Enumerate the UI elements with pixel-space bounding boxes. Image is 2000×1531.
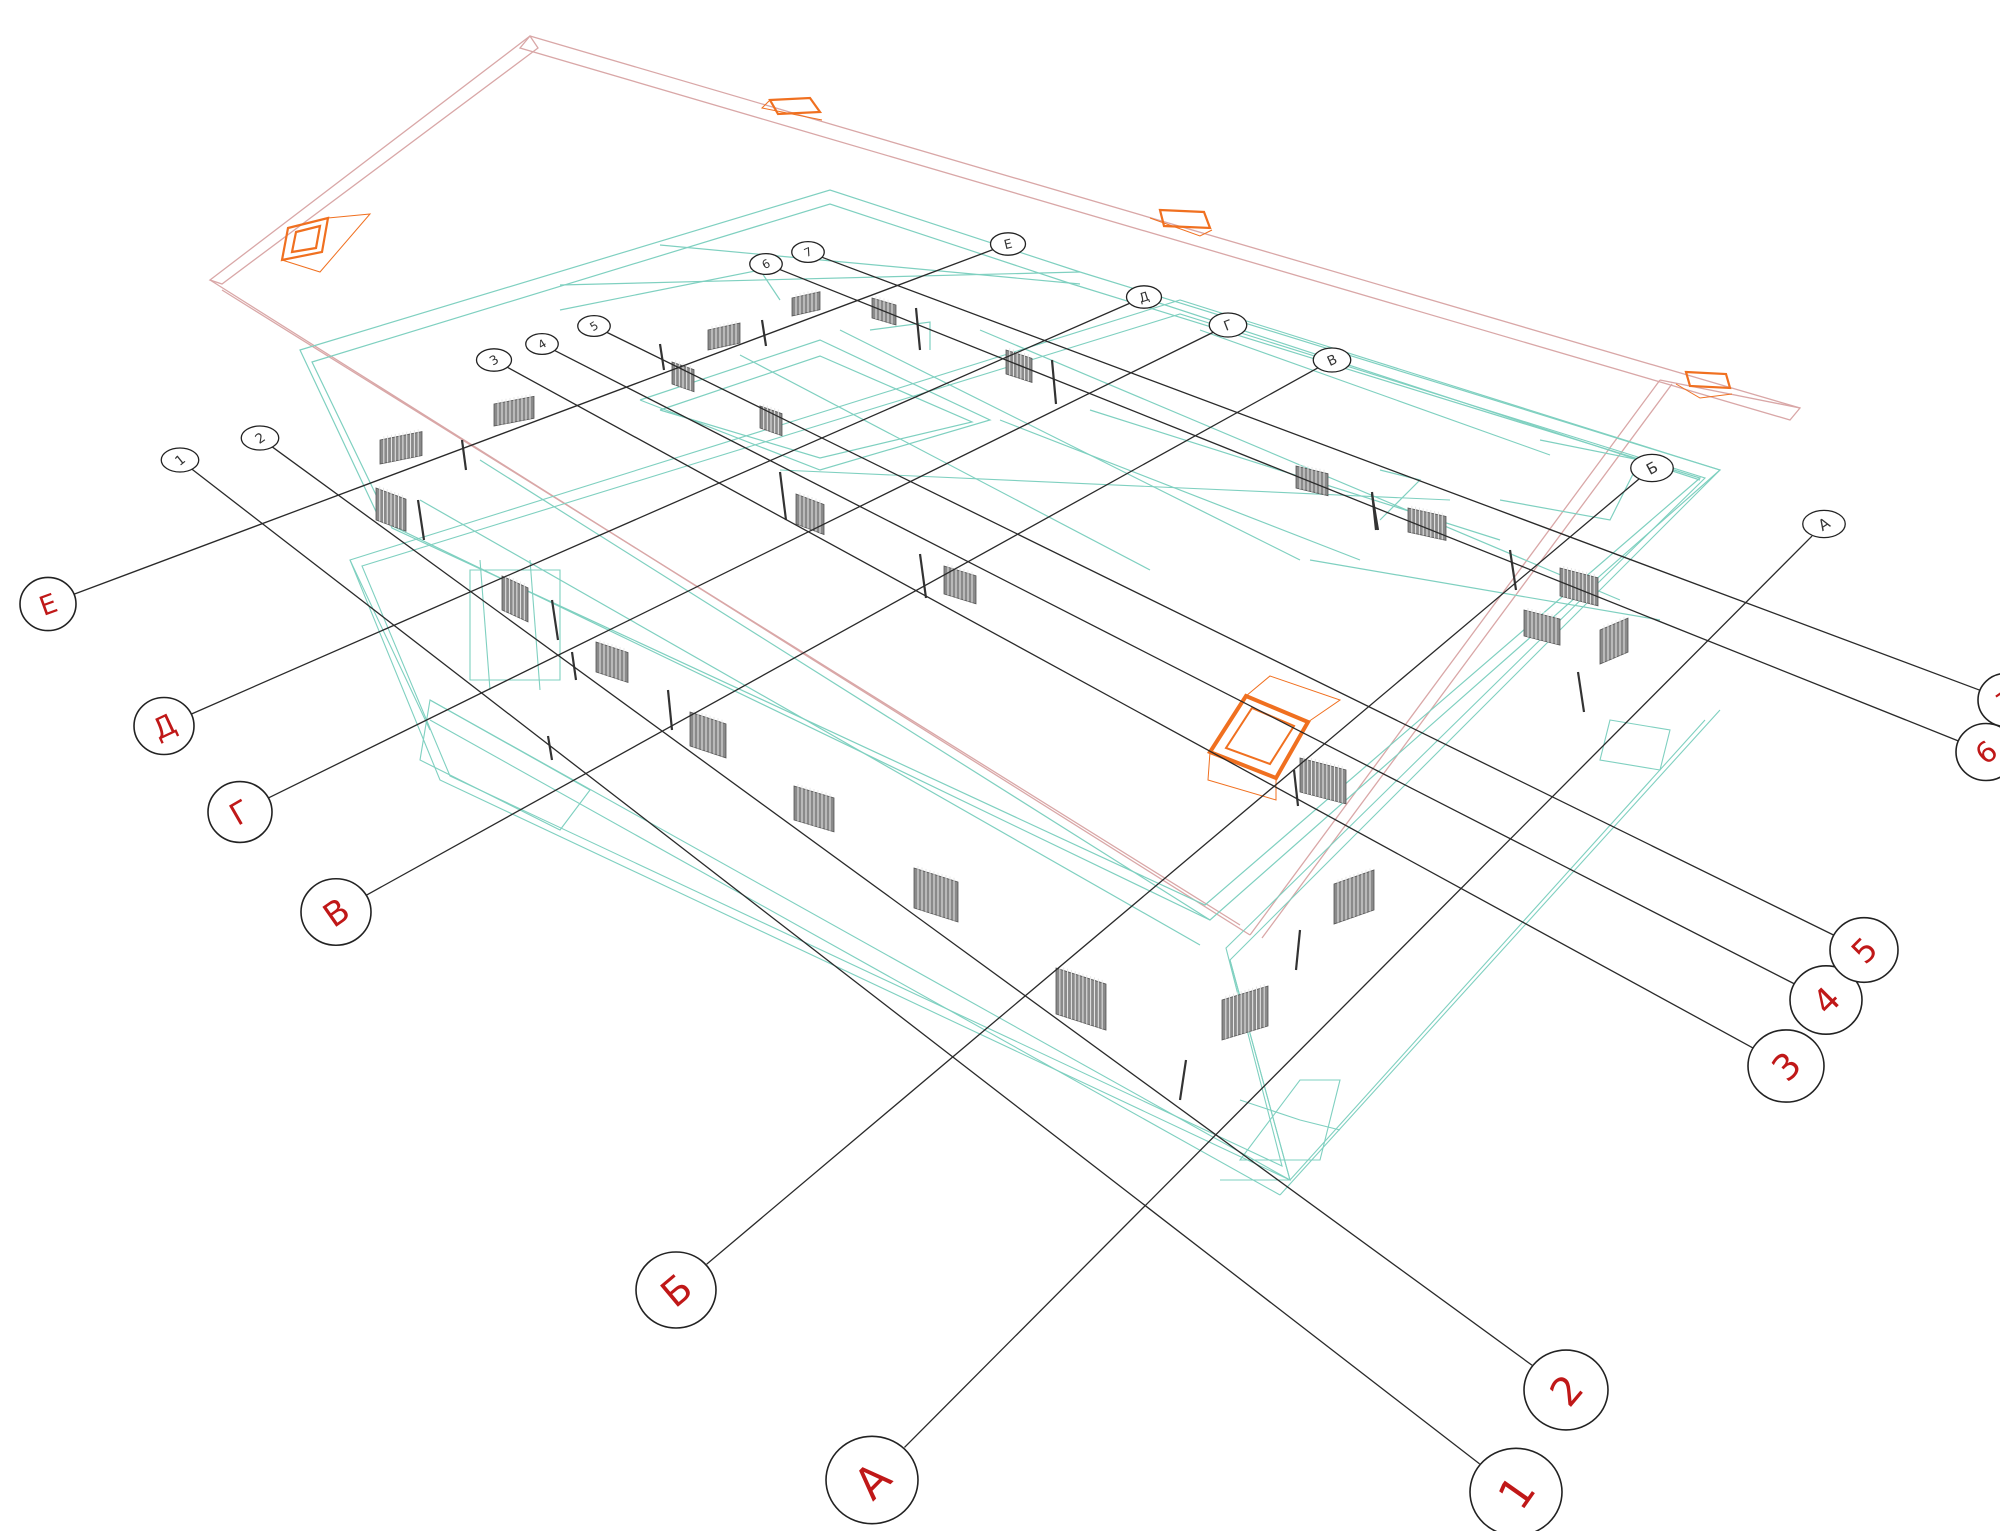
axis-bubble-small-n4: 4 [525, 332, 559, 356]
axis-bubble-small-n7: 7 [791, 240, 825, 264]
roof-outline [208, 35, 1802, 939]
grid-line-A [903, 535, 1813, 1448]
radiator [595, 640, 629, 684]
grid-line-n5 [605, 331, 1834, 936]
axis-bubble-small-n5: 5 [577, 314, 611, 338]
radiator [793, 784, 835, 833]
ground-floor-walls [349, 299, 1722, 1196]
axis-bubble-large-n7: 7 [1977, 673, 2000, 727]
axis-bubble-small-n3: 3 [475, 348, 513, 372]
radiator [795, 492, 825, 536]
axis-bubble-small-B: Б [1630, 453, 1674, 483]
axis-bubble-small-V: В [1312, 347, 1352, 373]
axis-bubble-large-n6: 6 [1955, 722, 2000, 782]
grid-line-n6 [777, 268, 1959, 742]
radiator [1295, 463, 1329, 497]
axis-bubble-large-n1: 1 [1469, 1447, 1563, 1531]
radiator [759, 404, 783, 437]
grid-line-n3 [505, 366, 1753, 1049]
pipe-risers [416, 307, 1586, 1101]
radiator [493, 394, 535, 427]
axis-bubble-large-B: Б [635, 1251, 717, 1329]
grid-line-B [706, 478, 1640, 1265]
axis-label-small-D: Д [1137, 288, 1151, 305]
skylight-center [1207, 675, 1342, 801]
grid-line-D [191, 302, 1132, 715]
radiator [707, 320, 741, 351]
skylight-right [1675, 370, 1733, 399]
radiators [375, 289, 1629, 1041]
radiator [375, 486, 407, 532]
grid-line-n1 [191, 468, 1480, 1465]
radiator [379, 429, 423, 465]
radiator [1055, 966, 1107, 1031]
grid-line-E [73, 248, 996, 595]
grid-line-n2 [271, 446, 1533, 1366]
axis-bubble-small-E: Е [989, 232, 1027, 256]
axis-bubble-large-n2: 2 [1523, 1349, 1609, 1431]
upper-floor-walls [299, 189, 1722, 946]
radiator [943, 564, 977, 605]
grid-line-n4 [553, 349, 1795, 985]
axis-bubble-small-n2: 2 [240, 425, 280, 451]
skylight-mid [1149, 208, 1213, 237]
radiator [913, 866, 959, 923]
radiator [1559, 565, 1599, 607]
radiator [1299, 755, 1347, 805]
radiator [1599, 616, 1629, 665]
skylights [280, 96, 1733, 801]
skylight-left [280, 213, 372, 273]
axis-bubble-small-A: А [1802, 509, 1846, 539]
axis-bubble-large-D: Д [133, 696, 195, 756]
axis-bubble-large-V: В [300, 877, 372, 947]
skylight-top [760, 96, 823, 121]
axis-label-small-E: Е [1002, 236, 1013, 252]
radiator [671, 360, 695, 393]
axis-bubble-small-D: Д [1125, 285, 1163, 309]
axis-bubble-large-G: Г [207, 780, 273, 844]
axis-bubble-small-n6: 6 [749, 252, 783, 276]
radiator [1333, 868, 1375, 925]
axis-bubble-large-n5: 5 [1829, 916, 1899, 984]
radiator [689, 710, 727, 759]
axis-bubble-large-n4: 4 [1789, 964, 1863, 1035]
grid-line-V [366, 366, 1320, 896]
axis-grid-lines [73, 248, 1981, 1465]
axis-bubble-large-E: Е [19, 576, 77, 632]
radiator [1523, 608, 1561, 646]
axis-bubble-large-n3: 3 [1747, 1029, 1825, 1103]
radiator [791, 289, 821, 317]
radiator [501, 574, 529, 623]
axis-label-large-n7: 7 [1991, 684, 2000, 719]
grid-line-n7 [819, 255, 1981, 691]
radiator [1221, 984, 1269, 1041]
grid-line-G [268, 331, 1215, 799]
axis-bubble-small-n1: 1 [160, 447, 200, 473]
axis-bubble-small-G: Г [1208, 312, 1248, 338]
axis-bubble-large-A: А [825, 1435, 919, 1525]
